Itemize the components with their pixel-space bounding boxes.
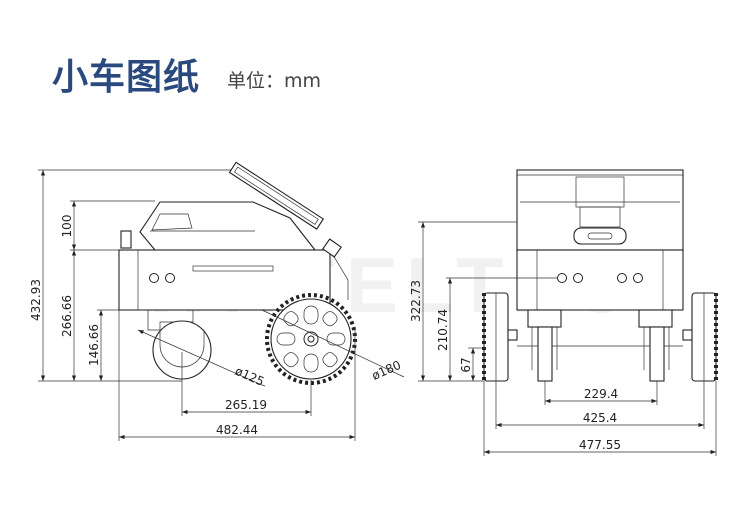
dim-wheel-diameter: ø180 xyxy=(370,358,403,383)
dim-height: 322.73 xyxy=(409,280,423,322)
dim-total-height: 432.93 xyxy=(29,279,43,321)
dim-total-length: 482.44 xyxy=(216,423,258,437)
dim-body-height: 266.66 xyxy=(60,295,74,337)
dim-total-width: 477.55 xyxy=(579,438,621,452)
front-view: 322.73 210.74 67 229.4 425.4 477.55 xyxy=(409,169,718,456)
dim-axle-height: 67 xyxy=(459,357,473,372)
unit-label: 单位：mm xyxy=(227,70,322,92)
dim-wheelbase: 265.19 xyxy=(225,398,267,412)
dim-mid-height: 210.74 xyxy=(436,309,450,351)
front-body xyxy=(516,249,684,311)
dim-top-height: 100 xyxy=(60,215,74,238)
body xyxy=(118,249,331,311)
dim-wheel-track: 425.4 xyxy=(583,411,617,425)
left-wheel xyxy=(482,292,518,382)
dim-chassis-height: 146.66 xyxy=(87,324,101,366)
dim-caster-track: 229.4 xyxy=(584,387,618,401)
panel xyxy=(228,161,325,230)
page-title: 小车图纸 xyxy=(52,57,201,98)
side-view: 432.93 100 266.66 146.66 ø125 ø180 265.1… xyxy=(29,161,405,441)
dim-caster-diameter: ø125 xyxy=(233,364,266,389)
right-wheel xyxy=(682,292,718,382)
